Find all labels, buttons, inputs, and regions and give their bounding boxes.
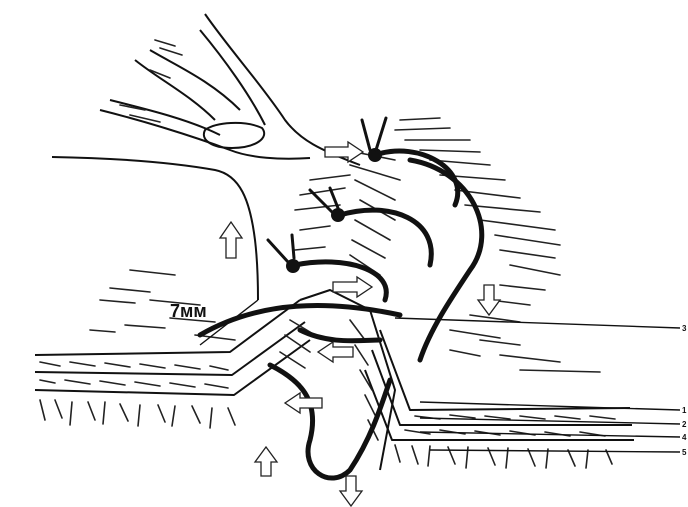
- arrow-up-bottom: [255, 447, 277, 476]
- arrow-left-low: [285, 393, 322, 413]
- dimension-label: 7мм: [170, 301, 207, 321]
- skin-layers-right: [365, 330, 634, 468]
- arrow-down-bottom: [340, 476, 362, 506]
- layer-label-1: 1: [682, 406, 687, 415]
- hand-drawing: [100, 14, 360, 165]
- layer-label-4: 4: [682, 433, 687, 442]
- layer-label-3: 3: [682, 324, 687, 333]
- arrow-up-left: [220, 222, 242, 258]
- arrow-down-right: [478, 285, 500, 315]
- suture-knot-2: [331, 208, 345, 222]
- layer-labels: 3 1 2 4 5: [682, 324, 687, 457]
- leader-lines: [395, 318, 680, 452]
- arrow-left-mid: [318, 342, 353, 362]
- layer-label-5: 5: [682, 448, 687, 457]
- suture-thread-loop: [200, 305, 400, 478]
- layer-label-2: 2: [682, 420, 687, 429]
